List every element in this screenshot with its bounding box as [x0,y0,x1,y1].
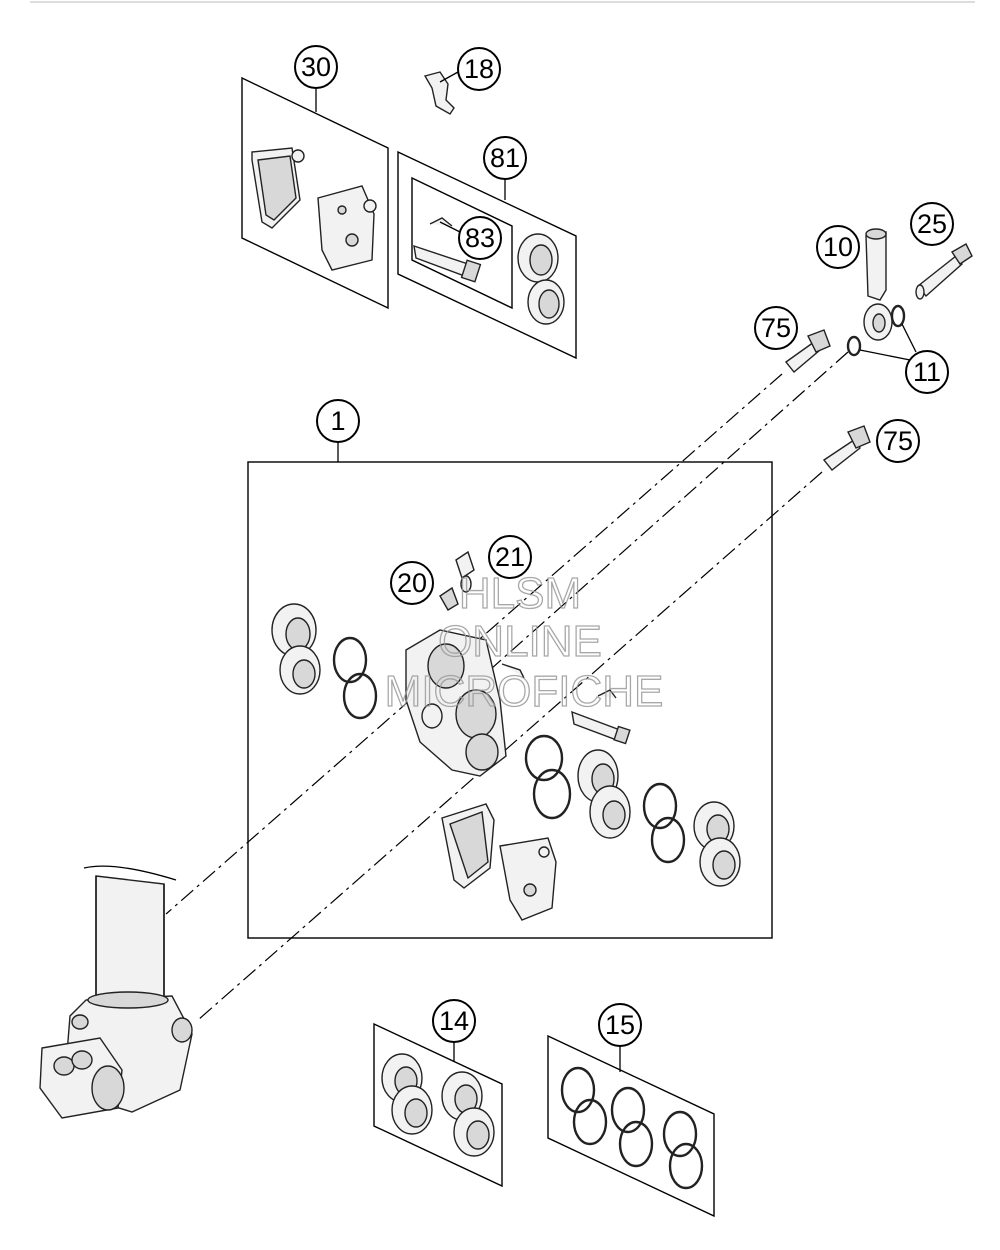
callout-30-label: 30 [301,52,331,82]
callout-1-label: 1 [330,406,345,436]
callout-20[interactable]: 20 [390,561,434,605]
callout-83[interactable]: 83 [458,216,502,260]
kit-83-pin-kit[interactable] [411,176,513,310]
callout-14-label: 14 [439,1006,469,1036]
part-75-bolt-upper[interactable] [784,329,831,373]
callout-1[interactable]: 1 [316,399,360,443]
callout-81[interactable]: 81 [483,136,527,180]
callout-75-lower[interactable]: 75 [876,419,920,463]
callout-75-upper-label: 75 [761,313,791,343]
kit-14-pistons[interactable] [373,1022,503,1188]
fork-leg-mount [39,865,193,1119]
callout-15-label: 15 [605,1010,635,1040]
part-25-bleed-screw[interactable] [915,243,973,300]
callout-18-label: 18 [464,54,494,84]
callout-15[interactable]: 15 [598,1003,642,1047]
callout-30[interactable]: 30 [294,45,338,89]
callout-18[interactable]: 18 [457,47,501,91]
callout-25[interactable]: 25 [910,202,954,246]
callout-25-label: 25 [917,209,947,239]
watermark-line-1: HLSM [459,569,581,618]
part-75-bolt-lower[interactable] [822,425,871,471]
callout-21[interactable]: 21 [488,535,532,579]
kit-15-seal-rings[interactable] [547,1034,715,1218]
kit-81-repair-kit[interactable] [397,150,577,360]
callout-10[interactable]: 10 [816,225,860,269]
callout-75-upper[interactable]: 75 [754,306,798,350]
callout-10-label: 10 [823,232,853,262]
callout-11-label: 11 [913,357,941,387]
callout-20-label: 20 [397,568,427,598]
part-18-pad-spring[interactable] [423,71,459,115]
callout-21-label: 21 [495,542,525,572]
watermark-line-3: MICROFICHE [385,667,664,716]
kit-30-brake-pads[interactable] [241,76,389,310]
part-11-sealing-rings[interactable] [846,304,917,361]
callout-81-label: 81 [490,143,520,173]
callout-75-lower-label: 75 [883,426,913,456]
callout-11[interactable]: 11 [905,350,949,394]
part-10-banjo-fitting[interactable] [863,228,893,341]
callout-83-label: 83 [465,223,495,253]
callout-14[interactable]: 14 [432,999,476,1043]
watermark: HLSM ONLINE MICROFICHE [384,568,664,716]
watermark-line-2: ONLINE [438,617,602,666]
kit-1-brake-caliper-assembly[interactable] [247,442,773,939]
